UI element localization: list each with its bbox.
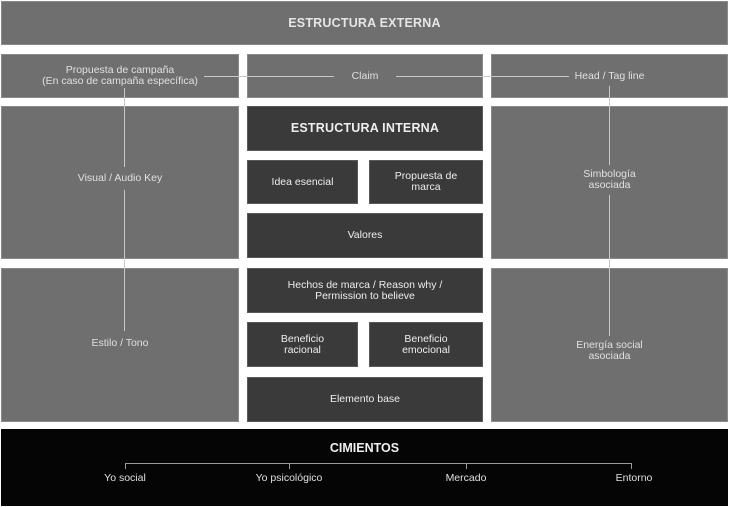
emotional-benefit-label: Beneficio emocional: [402, 332, 450, 356]
foundations-axis-line: [125, 463, 632, 464]
axis-tick: [125, 463, 126, 469]
brand-proposal-box: Propuesta de marca: [369, 160, 483, 204]
axis-label-environment: Entorno: [615, 472, 653, 484]
claim-label: Claim: [333, 68, 397, 84]
symbology-label: Simbología asociada: [581, 165, 638, 195]
brand-proposal-label: Propuesta de marca: [394, 170, 458, 193]
external-structure-header: ESTRUCTURA EXTERNA: [1, 1, 728, 45]
social-energy-label: Energía social asociada: [574, 336, 645, 366]
essential-idea-box: Idea esencial: [247, 160, 358, 204]
visual-audio-key-label: Visual / Audio Key: [73, 166, 167, 190]
internal-structure-title: ESTRUCTURA INTERNA: [290, 121, 440, 135]
left-connector-line: [124, 86, 125, 331]
headline-label: Head / Tag line: [568, 68, 651, 84]
values-label: Valores: [347, 229, 383, 241]
base-element-label: Elemento base: [329, 393, 401, 405]
rational-benefit-box: Beneficio racional: [247, 322, 358, 367]
axis-tick: [631, 463, 632, 469]
brand-facts-box: Hechos de marca / Reason why / Permissio…: [247, 268, 483, 313]
axis-label-psychological-self: Yo psicológico: [255, 472, 323, 484]
foundations-title: CIMIENTOS: [329, 441, 400, 455]
style-tone-label: Estilo / Tono: [87, 333, 153, 353]
rational-benefit-label: Beneficio racional: [280, 332, 325, 356]
axis-label-market: Mercado: [445, 472, 487, 484]
brand-facts-label: Hechos de marca / Reason why / Permissio…: [287, 278, 443, 302]
internal-structure-header: ESTRUCTURA INTERNA: [247, 106, 483, 151]
emotional-benefit-box: Beneficio emocional: [369, 322, 483, 367]
external-structure-title: ESTRUCTURA EXTERNA: [288, 15, 441, 30]
axis-label-social-self: Yo social: [104, 472, 146, 484]
essential-idea-label: Idea esencial: [271, 175, 334, 188]
campaign-proposal-label: Propuesta de campaña (En caso de campaña…: [36, 64, 204, 88]
right-connector-line: [609, 86, 610, 351]
axis-tick: [466, 463, 467, 469]
values-box: Valores: [247, 213, 483, 258]
base-element-box: Elemento base: [247, 377, 483, 422]
axis-tick: [289, 463, 290, 469]
foundations-band: CIMIENTOS: [1, 429, 728, 506]
